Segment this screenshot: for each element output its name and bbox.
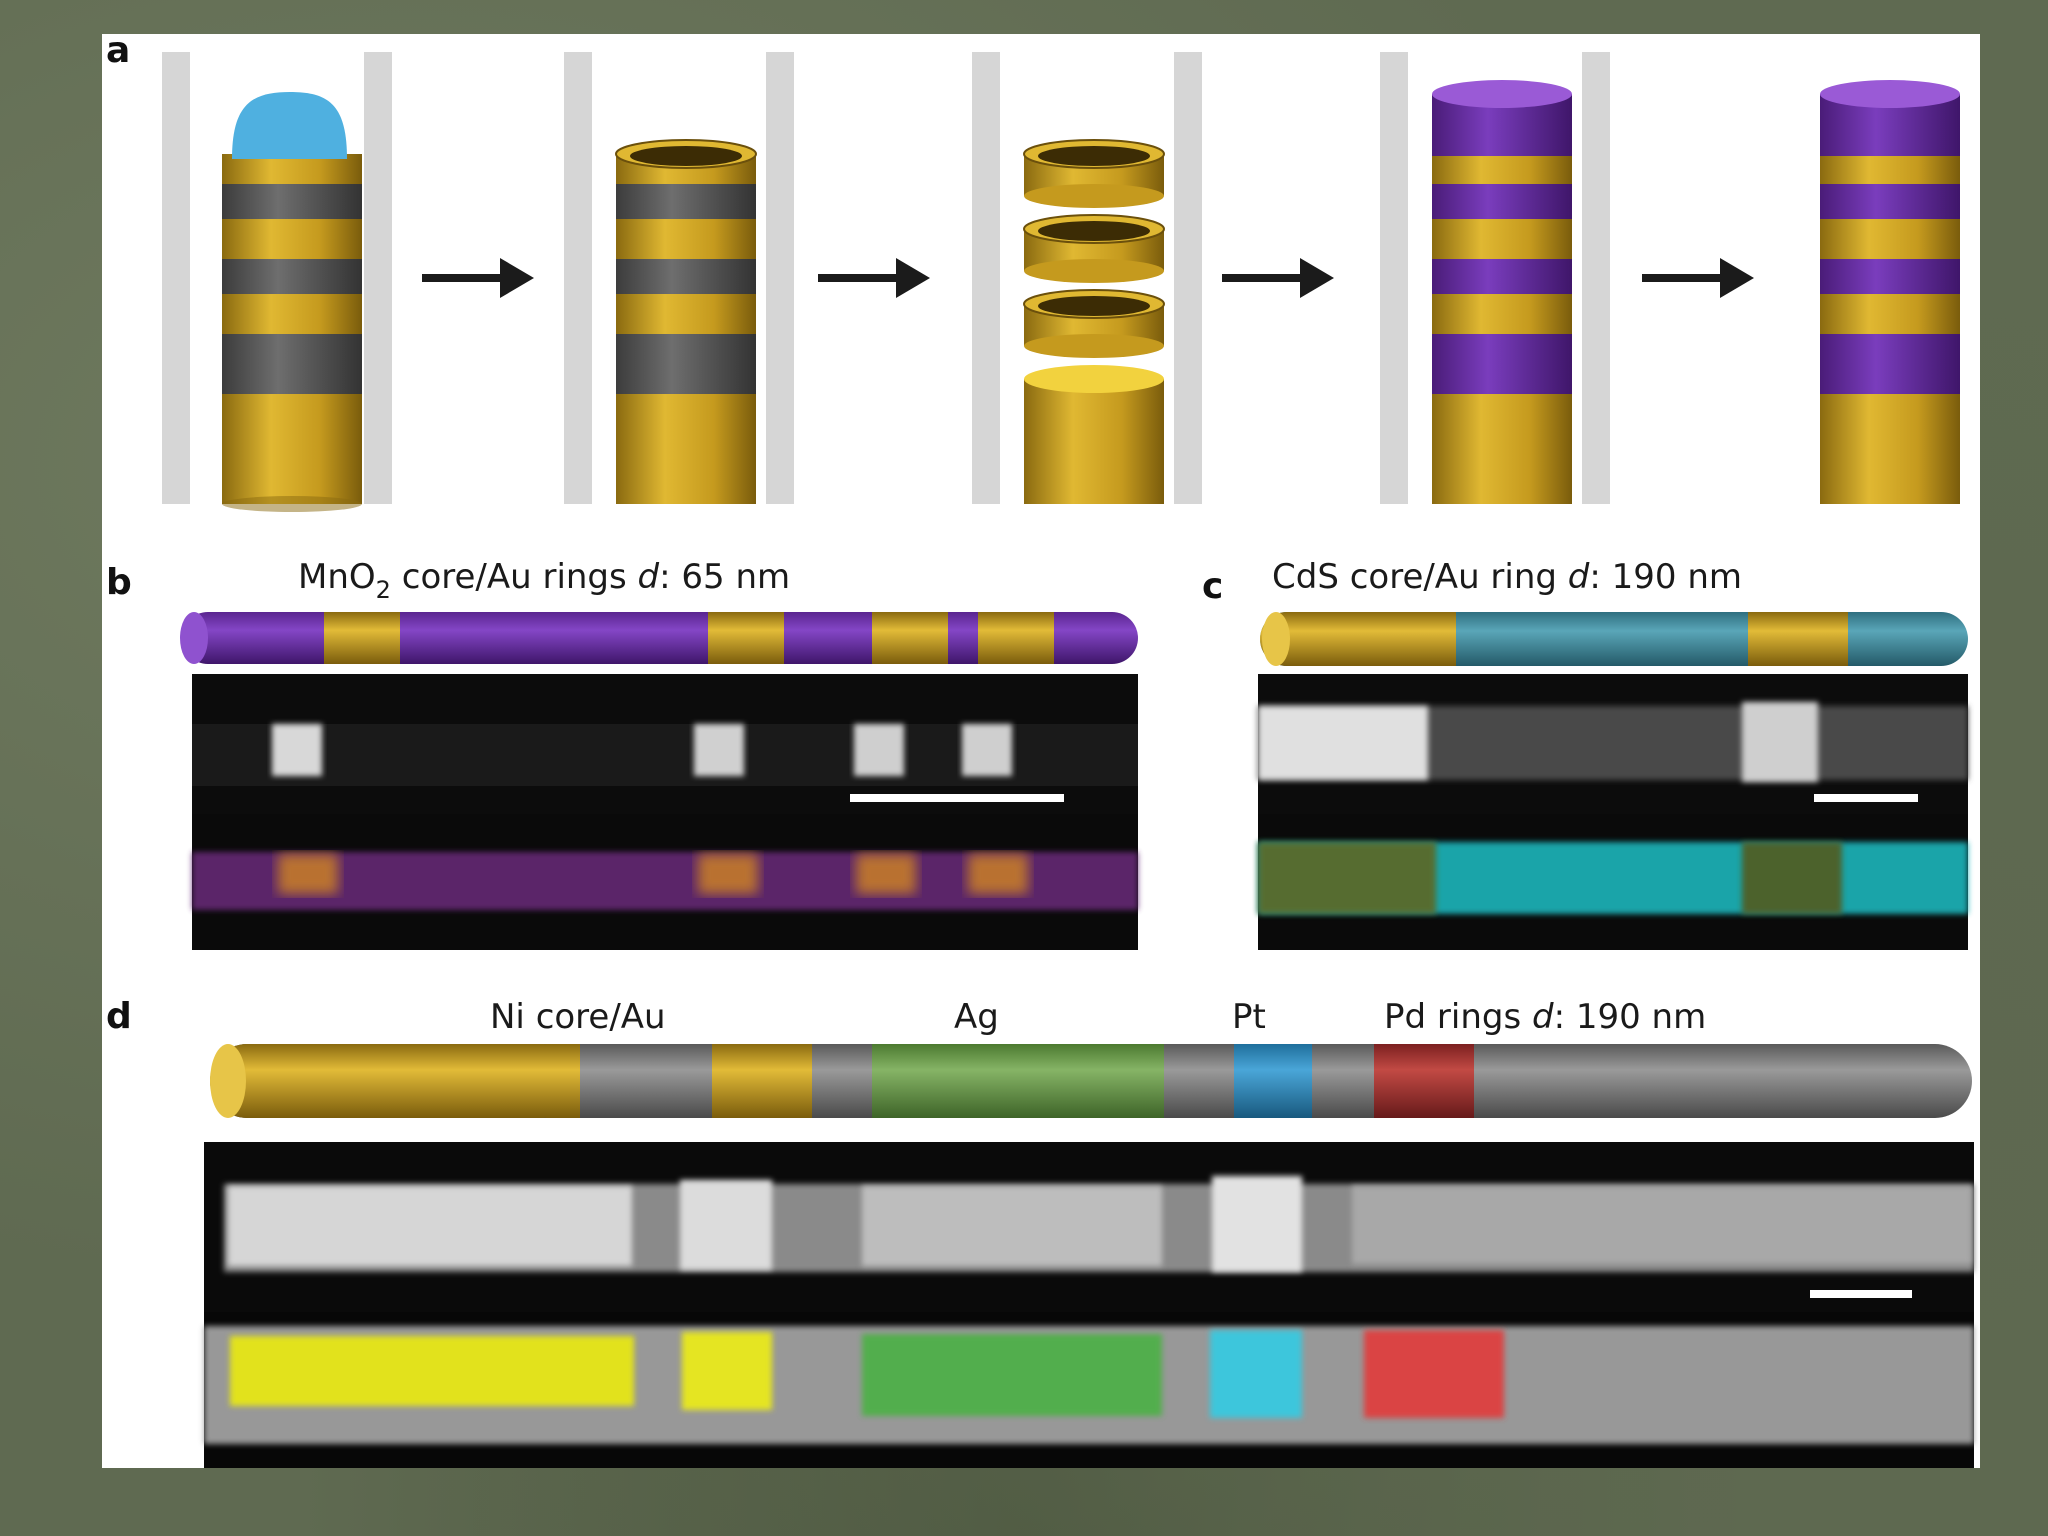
au-ring xyxy=(708,612,784,664)
panel-b-eds-map xyxy=(192,814,1138,950)
panel-a-letter: a xyxy=(106,34,130,71)
step-2-template-rod xyxy=(564,52,794,504)
panel-c-title-suffix: : 190 nm xyxy=(1589,557,1742,597)
panel-c-title: CdS core/Au ring d: 190 nm xyxy=(1272,557,1742,597)
panel-d-label-ni-au: Ni core/Au xyxy=(490,997,666,1037)
panel-b-title-mid: core/Au rings xyxy=(391,557,638,597)
panel-d-rod-schematic xyxy=(210,1044,1972,1118)
free-gold-ring xyxy=(1023,289,1165,358)
template-wall-left xyxy=(162,52,190,504)
panel-b-letter: b xyxy=(106,562,132,603)
arrow-step-4 xyxy=(1642,258,1754,298)
step-5-released-rod xyxy=(1820,80,1960,504)
ag-signal xyxy=(862,1334,1162,1416)
panel-d-label-pd: Pd rings d: 190 nm xyxy=(1384,997,1706,1037)
figure-slide: a xyxy=(102,34,1980,1468)
gold-base-segment xyxy=(222,394,362,504)
au-ring xyxy=(872,612,948,664)
panel-b-title: MnO2 core/Au rings d: 65 nm xyxy=(298,557,790,604)
free-gold-ring xyxy=(1023,214,1165,283)
pt-ring xyxy=(1234,1044,1312,1118)
panel-b-title-subscript: 2 xyxy=(376,576,391,604)
figure-canvas: a xyxy=(106,34,1974,1468)
ag-ring xyxy=(872,1044,1164,1118)
panel-d-eds-map xyxy=(204,1312,1974,1468)
gold-ring xyxy=(222,294,362,334)
panel-d-label-pt: Pt xyxy=(1232,997,1266,1037)
panel-b-title-prefix: MnO xyxy=(298,557,376,597)
panel-d-tem-image xyxy=(204,1142,1974,1312)
purple-core-cap xyxy=(1432,80,1572,108)
step-3-template-rings xyxy=(972,52,1202,504)
panel-c-title-d: d xyxy=(1568,557,1590,597)
au-signal xyxy=(682,1332,772,1410)
panel-b-title-suffix: : 65 nm xyxy=(659,557,790,597)
au-ring xyxy=(712,1044,812,1118)
panel-d-label-pd-suffix: : 190 nm xyxy=(1554,997,1707,1037)
ni-core-au-segment xyxy=(210,1044,580,1118)
scale-bar xyxy=(1814,794,1918,802)
panel-d-label-pd-prefix: Pd rings xyxy=(1384,997,1532,1037)
panel-b-title-d: d xyxy=(638,557,660,597)
panel-c-rod-schematic xyxy=(1260,612,1968,666)
au-ring xyxy=(978,612,1054,664)
panel-c-tem-image xyxy=(1258,674,1968,814)
gray-sacrificial-segment xyxy=(222,334,362,394)
pt-signal xyxy=(1210,1330,1302,1418)
solid-gold-top xyxy=(1024,365,1164,393)
panel-a: a xyxy=(106,34,1960,512)
panel-b-rod-schematic xyxy=(180,612,1138,664)
arrow-step-2 xyxy=(818,258,930,298)
free-gold-ring xyxy=(1023,139,1165,208)
gray-sacrificial-segment xyxy=(222,184,362,219)
template-wall-right xyxy=(364,52,392,504)
panel-d-label-pd-d: d xyxy=(1532,997,1554,1037)
panel-c: c CdS core/Au ring d: 190 nm xyxy=(1202,557,1968,950)
arrow-step-1 xyxy=(422,258,534,298)
panel-c-title-prefix: CdS core/Au ring xyxy=(1272,557,1568,597)
panel-d: d Ni core/Au Ag Pt Pd rings d: 190 nm xyxy=(106,996,1974,1468)
gold-ring xyxy=(222,219,362,259)
panel-c-letter: c xyxy=(1202,566,1223,607)
pd-signal xyxy=(1364,1330,1504,1418)
blue-core-cap xyxy=(232,92,347,159)
ni-signal xyxy=(230,1336,634,1406)
pd-ring xyxy=(1374,1044,1474,1118)
au-ring xyxy=(324,612,400,664)
panel-c-eds-map xyxy=(1258,814,1968,950)
panel-d-letter: d xyxy=(106,996,132,1037)
rod-shadow xyxy=(222,496,362,512)
step-1-template-rod xyxy=(162,52,392,512)
gray-sacrificial-segment xyxy=(222,259,362,294)
scale-bar xyxy=(1810,1290,1912,1298)
panel-b: b MnO2 core/Au rings d: 65 nm xyxy=(106,557,1138,950)
scale-bar xyxy=(850,794,1064,802)
step-4-template-filled xyxy=(1380,52,1610,504)
hollow-core-opening xyxy=(630,146,742,166)
panel-d-label-ag: Ag xyxy=(954,997,999,1037)
au-ring xyxy=(1748,612,1848,666)
arrow-step-3 xyxy=(1222,258,1334,298)
panel-b-tem-image xyxy=(192,674,1138,814)
